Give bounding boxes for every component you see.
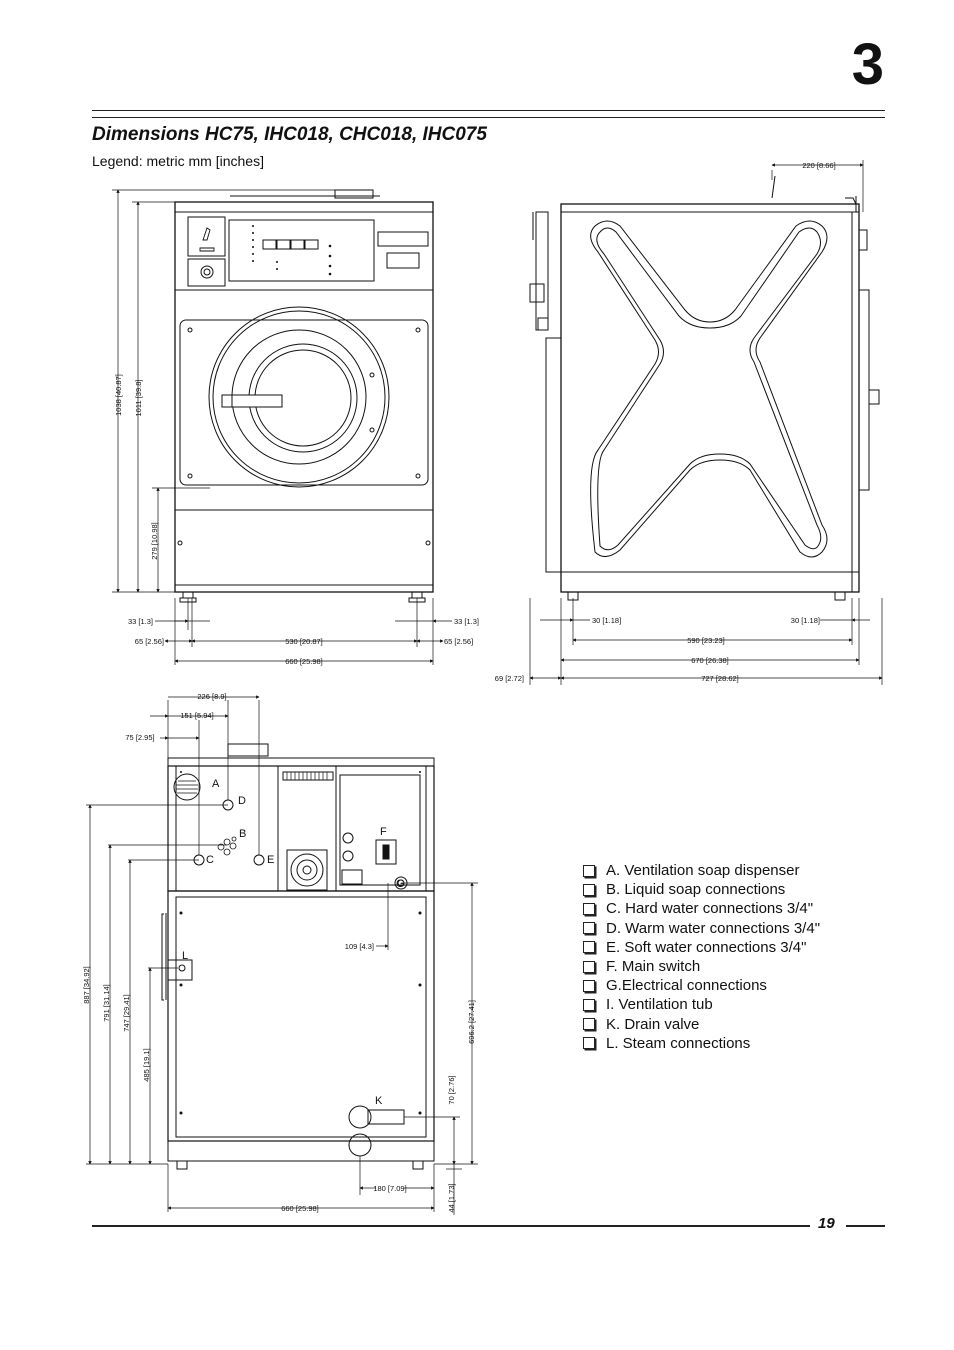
dim-side-depth: 727 [28.62] <box>701 674 739 683</box>
key-item-c: C. Hard water connections 3/4" <box>583 899 820 918</box>
label-d: D <box>238 795 246 807</box>
label-g: G <box>396 878 405 890</box>
page-number: 19 <box>818 1215 835 1232</box>
dim-front-center: 530 [20.87] <box>285 637 323 646</box>
dim-rear-75: 75 [2.95] <box>125 733 154 742</box>
footer-rule <box>92 1225 810 1227</box>
dim-front-foot-right: 33 [1.3] <box>454 617 479 626</box>
checkbox-icon <box>583 979 595 992</box>
dim-side-foot-right: 30 [1.18] <box>791 616 820 625</box>
dim-front-side-right: 65 [2.56] <box>444 637 473 646</box>
rear-view-labels: 226 [8.9] 151 [5.94] 75 [2.95] 887 [34.9… <box>82 692 476 1213</box>
dim-side-inner: 590 [23.23] <box>687 636 725 645</box>
dim-rear-180: 180 [7.09] <box>373 1184 406 1193</box>
key-item-b: B. Liquid soap connections <box>583 880 820 899</box>
key-item-d: D. Warm water connections 3/4" <box>583 919 820 938</box>
checkbox-icon <box>583 1018 595 1031</box>
label-e: E <box>267 854 274 866</box>
side-view-dimensions <box>529 160 883 685</box>
dim-front-height-body: 1011 [39.8] <box>134 380 143 417</box>
section-title: Dimensions HC75, IHC018, CHC018, IHC075 <box>92 124 487 145</box>
dim-rear-109: 109 [4.3] <box>345 942 374 951</box>
dim-rear-696: 696.2 [27.41] <box>467 1000 476 1044</box>
label-c: C <box>206 854 214 866</box>
checkbox-icon <box>583 922 595 935</box>
label-b: B <box>239 828 246 840</box>
dim-rear-width: 660 [25.98] <box>281 1204 319 1213</box>
units-legend: Legend: metric mm [inches] <box>92 153 264 169</box>
dim-side-foot-left: 30 [1.18] <box>592 616 621 625</box>
key-item-e: E. Soft water connections 3/4" <box>583 938 820 957</box>
dim-front-height-total: 1038 [40.87] <box>114 374 123 416</box>
dim-front-height-door: 279 [10.98] <box>150 522 159 560</box>
dim-rear-226: 226 [8.9] <box>197 692 226 701</box>
checkbox-icon <box>583 998 595 1011</box>
label-a: A <box>212 778 220 790</box>
label-f: F <box>380 826 387 838</box>
chapter-number: 3 <box>851 32 884 97</box>
dim-front-foot-left: 33 [1.3] <box>128 617 153 626</box>
dim-rear-747: 747 [29.41] <box>122 994 131 1032</box>
dim-front-side-left: 65 [2.56] <box>135 637 164 646</box>
dim-side-rear: 69 [2.72] <box>495 674 524 683</box>
front-view-labels: 1038 [40.87] 1011 [39.8] 279 [10.98] 33 … <box>114 374 479 666</box>
label-k: K <box>375 1095 383 1107</box>
side-view-labels: 220 [8.66] 30 [1.18] 30 [1.18] 590 [23.2… <box>495 161 836 683</box>
rear-view <box>161 743 435 1170</box>
checkbox-icon <box>583 864 595 877</box>
dim-rear-44: 44 [1.73] <box>447 1183 456 1212</box>
footer-rule-2 <box>846 1225 885 1227</box>
front-view-dimensions <box>112 189 452 665</box>
dim-rear-485: 485 [19.1] <box>142 1048 151 1081</box>
key-item-a: A. Ventilation soap dispenser <box>583 861 820 880</box>
dim-rear-791: 791 [31.14] <box>102 984 111 1022</box>
rear-view-dimensions <box>86 695 478 1215</box>
component-key-list: A. Ventilation soap dispenser B. Liquid … <box>583 861 820 1053</box>
side-view <box>529 175 880 601</box>
checkbox-icon <box>583 941 595 954</box>
dim-rear-70: 70 [2.76] <box>447 1075 456 1104</box>
dim-side-top: 220 [8.66] <box>802 161 835 170</box>
dim-side-body: 670 [26.38] <box>691 656 729 665</box>
dim-rear-151: 151 [5.94] <box>180 711 213 720</box>
key-item-g: G.Electrical connections <box>583 976 820 995</box>
key-item-i: I. Ventilation tub <box>583 995 820 1014</box>
header-rule-2 <box>92 117 885 118</box>
checkbox-icon <box>583 960 595 973</box>
header-rule <box>92 110 885 111</box>
checkbox-icon <box>583 883 595 896</box>
key-item-l: L. Steam connections <box>583 1034 820 1053</box>
key-item-f: F. Main switch <box>583 957 820 976</box>
dim-rear-887: 887 [34.92] <box>82 966 91 1004</box>
key-item-k: K. Drain valve <box>583 1015 820 1034</box>
label-l: L <box>182 950 188 962</box>
front-view <box>174 189 434 603</box>
checkbox-icon <box>583 902 595 915</box>
dim-front-width: 660 [25.98] <box>285 657 323 666</box>
checkbox-icon <box>583 1037 595 1050</box>
